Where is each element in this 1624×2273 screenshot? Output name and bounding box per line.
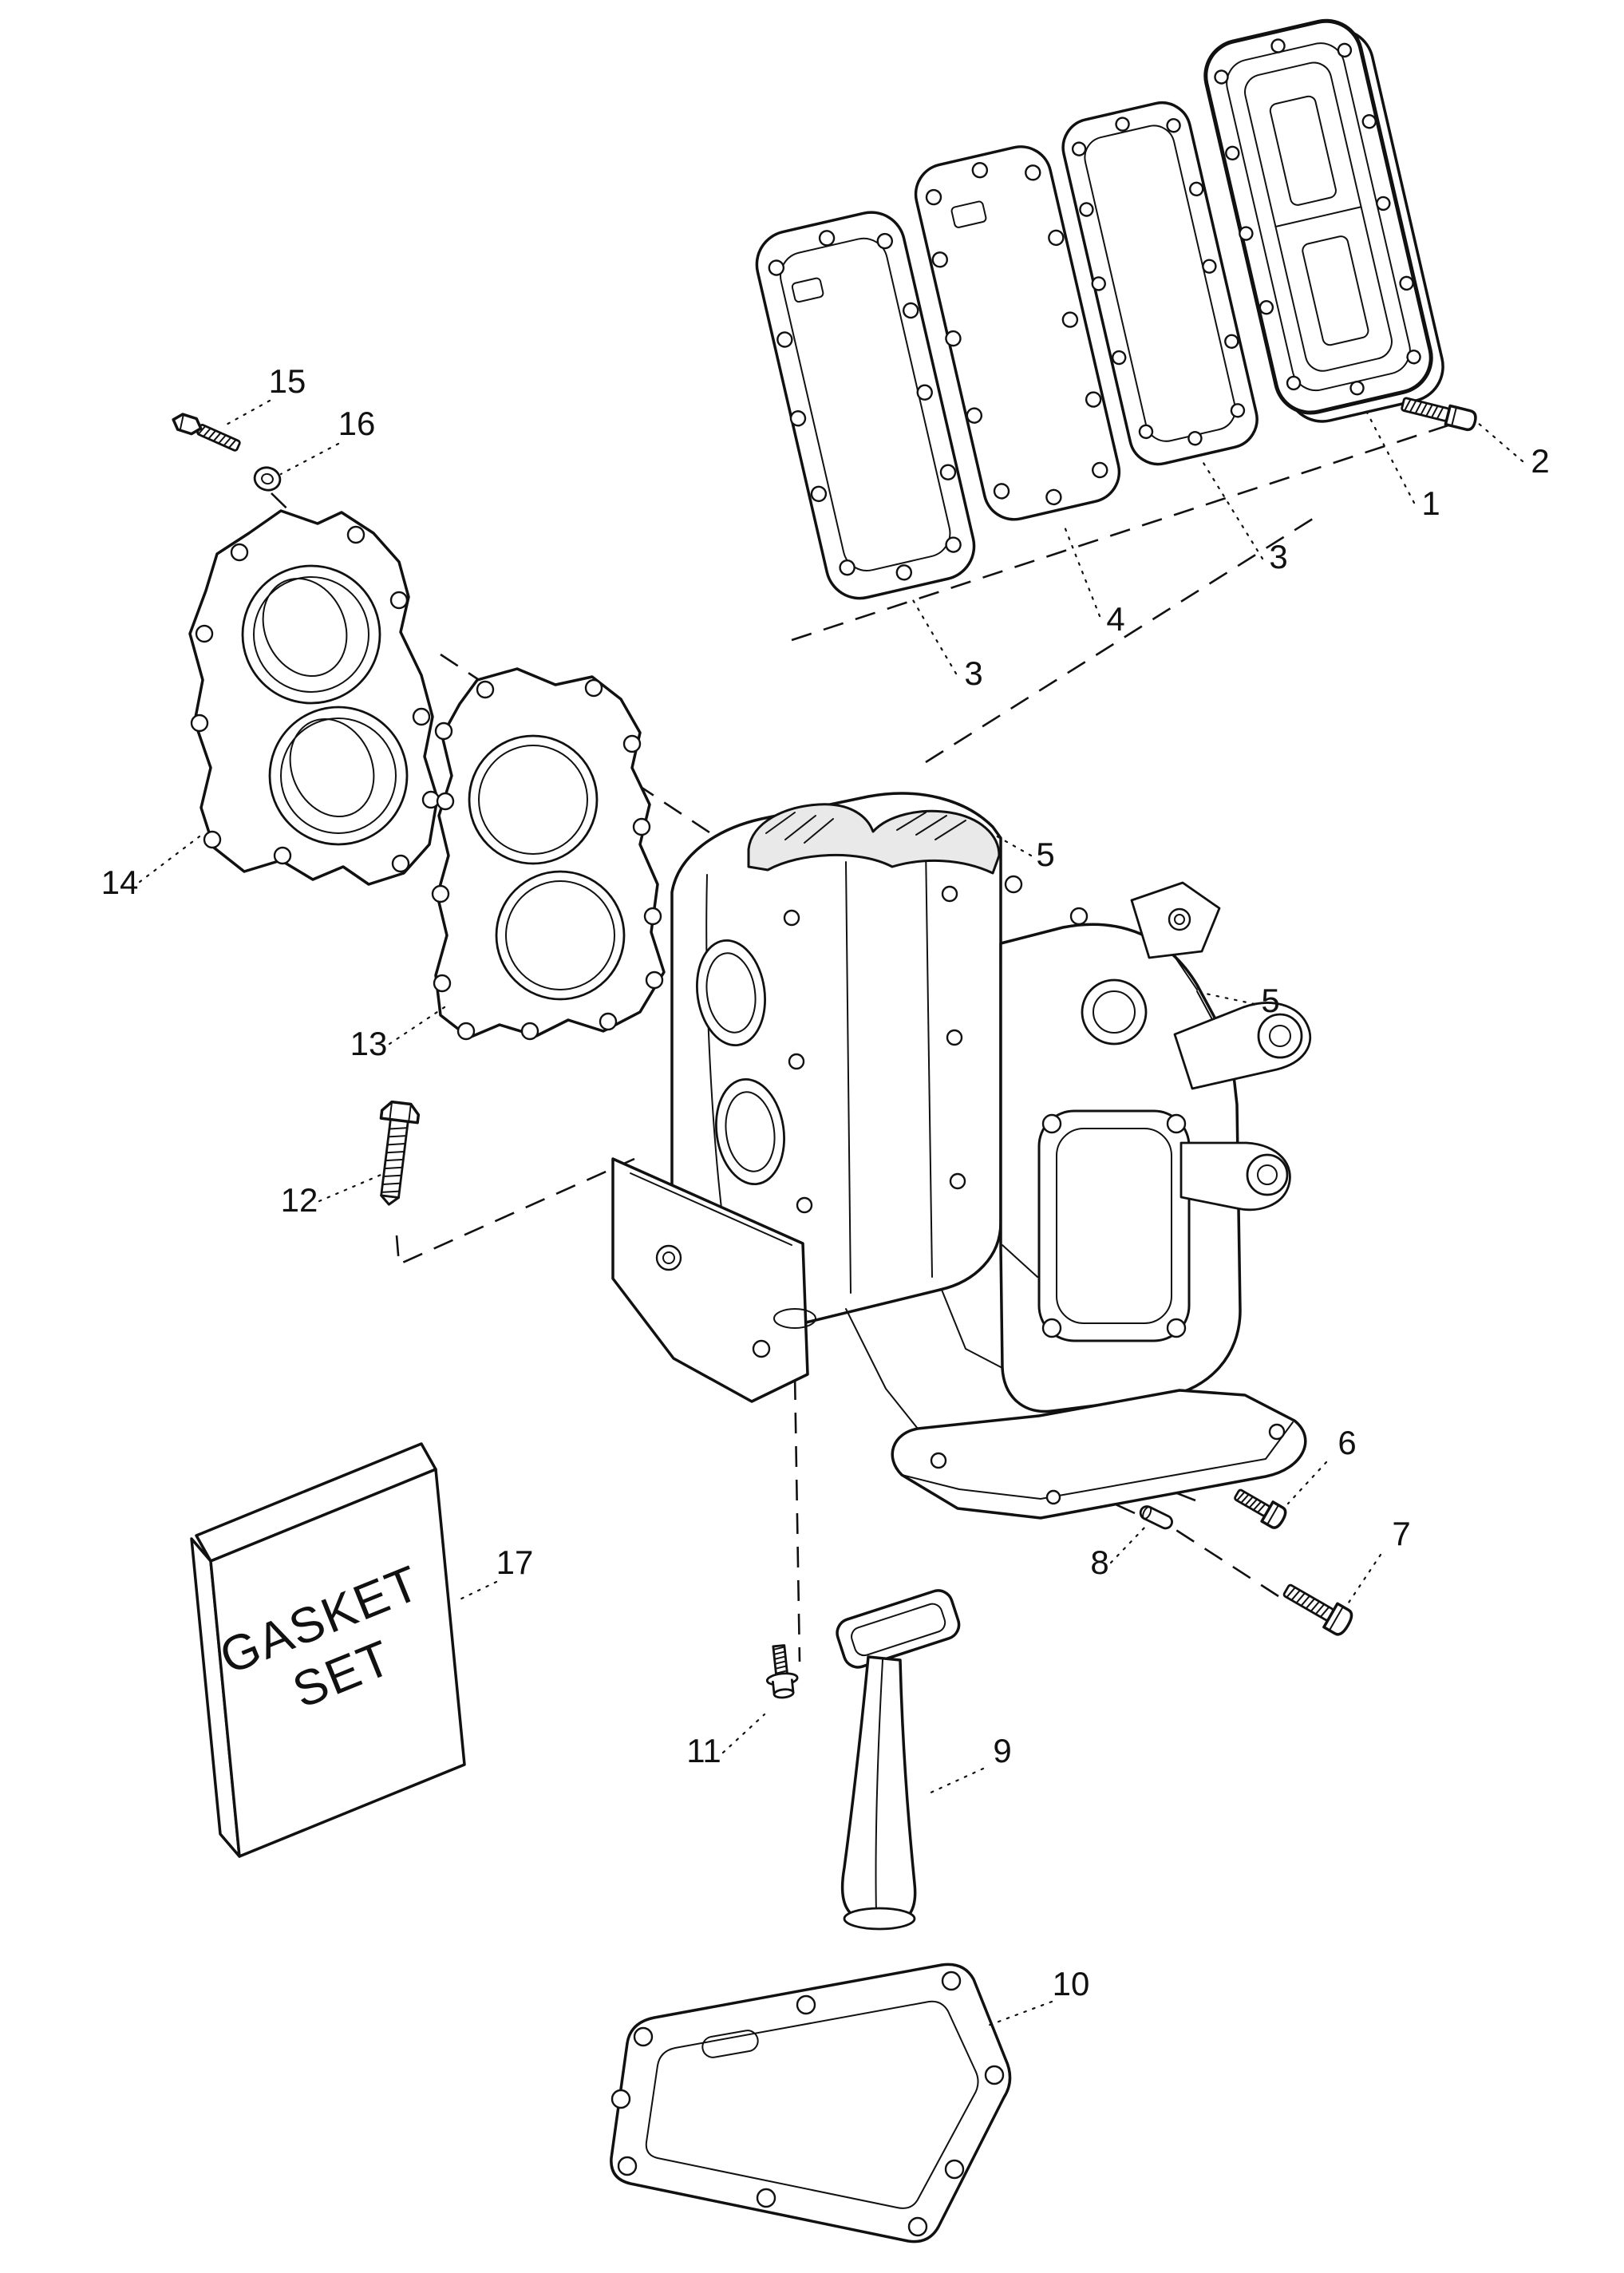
screw-2 — [1401, 397, 1477, 432]
leader-lines — [138, 399, 1524, 2027]
callout-5-upper: 5 — [1036, 836, 1054, 873]
screw-7 — [1282, 1583, 1353, 1636]
screw-6 — [1234, 1488, 1287, 1529]
reed-valve-assembly-1 — [1203, 18, 1444, 423]
callout-2: 2 — [1531, 442, 1549, 480]
callout-17: 17 — [496, 1544, 534, 1581]
bolt-11 — [765, 1644, 799, 1699]
cylinder-head-14 — [188, 509, 441, 886]
exhaust-tube-9 — [836, 1589, 961, 1931]
callout-7: 7 — [1392, 1515, 1410, 1552]
callout-11: 11 — [686, 1732, 721, 1769]
dowel-pin-8 — [1139, 1505, 1173, 1530]
callout-16: 16 — [338, 405, 376, 442]
gasket-set-box-17: GASKET SET — [190, 1442, 466, 1858]
base-gasket-10 — [610, 1963, 1012, 2243]
callout-4: 4 — [1106, 600, 1124, 638]
callout-5-lower: 5 — [1261, 982, 1279, 1019]
washer-16 — [253, 466, 282, 492]
callout-6: 6 — [1338, 1424, 1356, 1461]
callout-8: 8 — [1090, 1544, 1108, 1581]
cylinder-block-5 — [611, 792, 1312, 1520]
callout-9: 9 — [993, 1732, 1011, 1769]
reed-plate-4 — [914, 145, 1121, 521]
reed-gasket-3-right — [1061, 101, 1259, 466]
callout-3-right: 3 — [1269, 538, 1287, 575]
callout-1: 1 — [1421, 484, 1440, 522]
bolt-12 — [379, 1100, 421, 1206]
callout-10: 10 — [1053, 1965, 1090, 2002]
callout-15: 15 — [269, 362, 306, 400]
callout-14: 14 — [101, 864, 139, 901]
head-gasket-13 — [431, 667, 666, 1041]
callout-12: 12 — [281, 1181, 318, 1219]
callout-3-left: 3 — [964, 654, 982, 692]
reed-gasket-3-left — [755, 211, 976, 600]
callout-labels: 15 16 1 2 3 4 3 5 5 13 14 12 6 7 8 9 11 … — [101, 362, 1550, 2002]
bolt-15 — [172, 413, 241, 452]
callout-13: 13 — [350, 1025, 388, 1062]
